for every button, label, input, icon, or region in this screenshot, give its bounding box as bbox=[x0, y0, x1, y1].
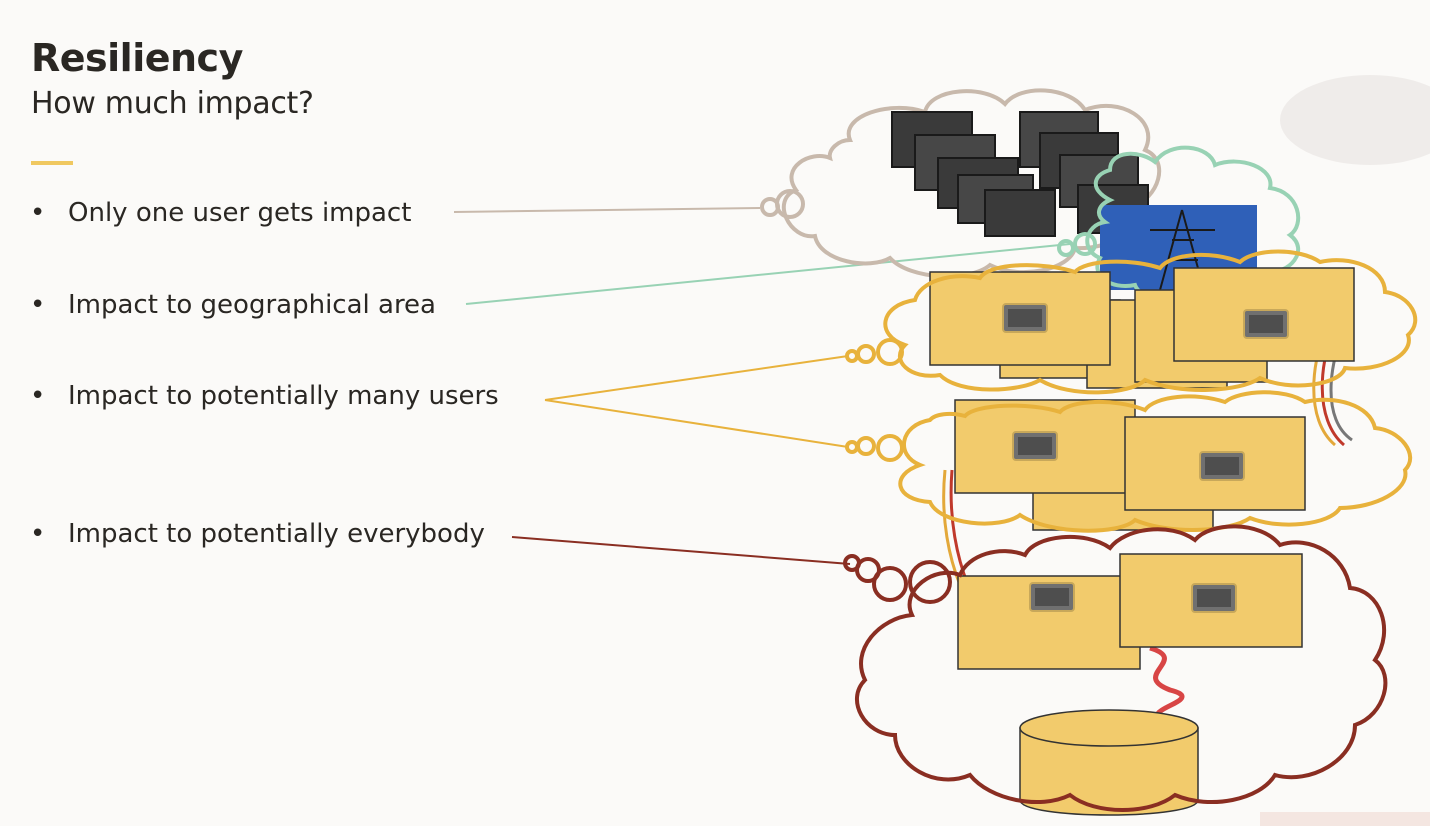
connector-line-geographical bbox=[465, 243, 1071, 305]
bullet-text: Only one user gets impact bbox=[68, 198, 412, 228]
connector-line-many-users-a bbox=[544, 355, 849, 401]
slide-title: Resiliency bbox=[31, 36, 243, 80]
connector-line-everybody bbox=[511, 536, 851, 565]
cloud-many-users-upper bbox=[845, 249, 1418, 395]
cloud-everybody bbox=[843, 524, 1388, 812]
cpu-chip-icon bbox=[1243, 309, 1289, 339]
cpu-chip-icon bbox=[1191, 583, 1237, 613]
cpu-chip-icon bbox=[1002, 303, 1048, 333]
connector-line-one-user bbox=[453, 207, 761, 213]
bullet-many-users: • Impact to potentially many users bbox=[30, 381, 499, 411]
bullet-geographical-area: • Impact to geographical area bbox=[30, 290, 436, 320]
cpu-chip-icon bbox=[1012, 431, 1058, 461]
bullet-dot: • bbox=[30, 290, 46, 320]
background-smudge bbox=[1280, 75, 1430, 165]
laptop-icon-group bbox=[891, 111, 1149, 237]
bullet-text: Impact to geographical area bbox=[68, 290, 436, 320]
bullet-dot: • bbox=[30, 198, 46, 228]
slide-subtitle: How much impact? bbox=[31, 86, 314, 121]
cloud-many-users-lower bbox=[845, 390, 1413, 533]
cpu-chip-icon bbox=[1199, 451, 1245, 481]
cpu-chip-icon bbox=[1029, 582, 1075, 612]
bullet-one-user: • Only one user gets impact bbox=[30, 198, 411, 228]
bullet-dot: • bbox=[30, 519, 46, 549]
cloud-geographical bbox=[1057, 145, 1301, 305]
bullet-text: Impact to potentially many users bbox=[68, 381, 499, 411]
connector-line-many-users-b bbox=[544, 399, 849, 448]
bullet-text: Impact to potentially everybody bbox=[68, 519, 485, 549]
bullet-everybody: • Impact to potentially everybody bbox=[30, 519, 485, 549]
bullet-dot: • bbox=[30, 381, 46, 411]
corner-logo-mark bbox=[1260, 812, 1430, 826]
accent-divider bbox=[31, 161, 73, 165]
